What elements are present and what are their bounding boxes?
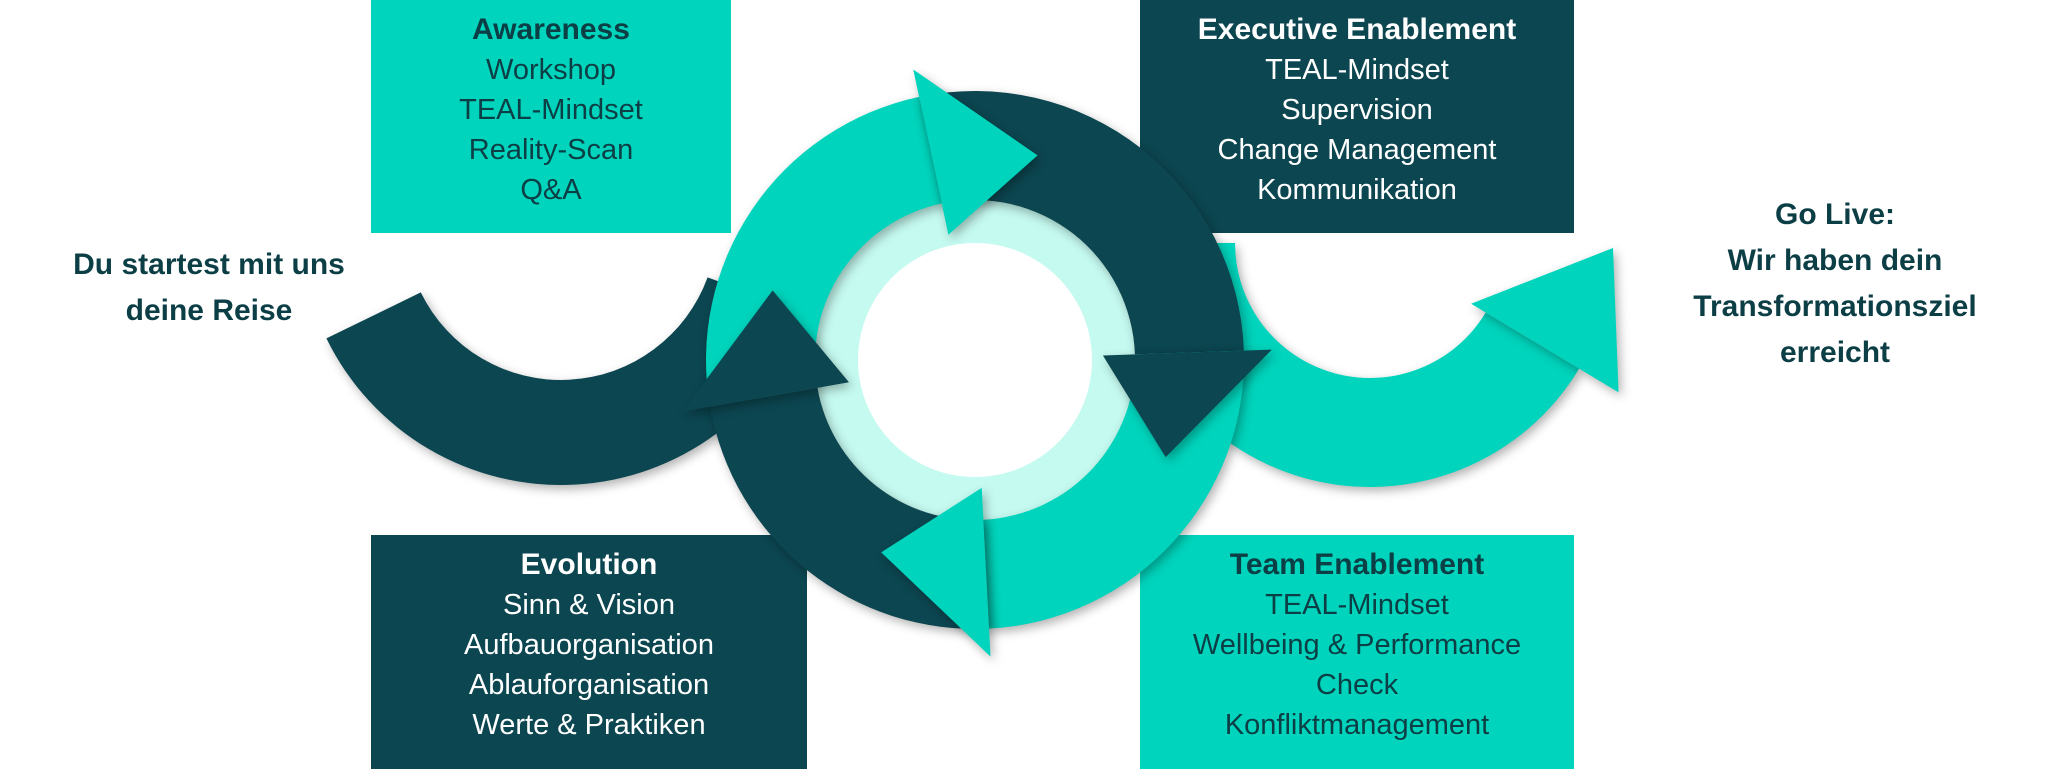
executive-title: Executive Enablement	[1197, 13, 1517, 46]
team-item: TEAL-Mindset	[1265, 589, 1449, 621]
team-item: Konfliktmanagement	[1224, 709, 1490, 741]
evolution-segment-arrow-head	[682, 290, 849, 412]
awareness-item: Reality-Scan	[468, 134, 634, 166]
team-segment-arrow-head	[881, 487, 991, 657]
go-live-line: erreicht	[1779, 336, 1891, 369]
exit-arc	[1126, 243, 1580, 487]
evolution-item: Aufbauorganisation	[464, 629, 714, 661]
team-enablement-box: Team Enablement TEAL-Mindset Wellbeing &…	[1140, 535, 1574, 769]
awareness-item: Workshop	[485, 54, 617, 86]
exit-arrow-head	[1471, 248, 1619, 393]
executive-segment-arrow-head	[1102, 349, 1272, 458]
team-item: Check	[1315, 669, 1399, 701]
awareness-item: Q&A	[520, 174, 582, 206]
start-text: Du startest mit uns deine Reise	[73, 242, 345, 334]
start-line: deine Reise	[125, 294, 293, 327]
team-item: Wellbeing & Performance	[1192, 629, 1522, 661]
evolution-item: Ablauforganisation	[468, 669, 710, 701]
evolution-item: Sinn & Vision	[503, 589, 675, 621]
evolution-box: Evolution Sinn & Vision Aufbauorganisati…	[371, 535, 807, 769]
awareness-item: TEAL-Mindset	[459, 94, 643, 126]
awareness-box: Awareness Workshop TEAL-Mindset Reality-…	[371, 0, 731, 233]
start-line: Du startest mit uns	[73, 248, 345, 281]
go-live-line: Transformationsziel	[1693, 290, 1977, 323]
evolution-title: Evolution	[520, 548, 658, 581]
executive-item: TEAL-Mindset	[1265, 54, 1449, 86]
start-arc	[326, 277, 807, 485]
executive-item: Change Management	[1217, 134, 1497, 166]
evolution-item: Werte & Praktiken	[472, 709, 706, 741]
executive-item: Supervision	[1281, 94, 1433, 126]
awareness-title: Awareness	[472, 13, 630, 46]
team-title: Team Enablement	[1229, 548, 1485, 581]
center-circle	[858, 243, 1092, 477]
go-live-line: Go Live:	[1774, 198, 1895, 231]
go-live-line: Wir haben dein	[1727, 244, 1943, 277]
executive-item: Kommunikation	[1257, 174, 1457, 206]
executive-enablement-box: Executive Enablement TEAL-Mindset Superv…	[1140, 0, 1574, 233]
awareness-segment-arrow-head	[913, 69, 1038, 235]
go-live-text: Go Live: Wir haben dein Transformationsz…	[1693, 192, 1976, 376]
